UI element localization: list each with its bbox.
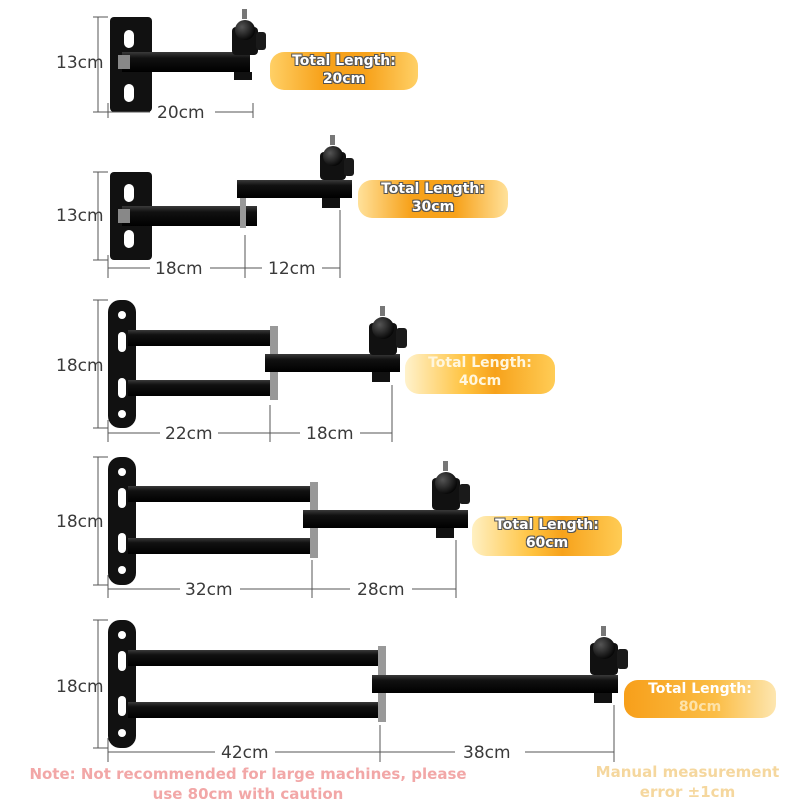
arm-lower [128,380,278,396]
arm-lower [128,538,318,554]
wall-plate [108,300,136,428]
ball-head [232,9,266,80]
height-label: 18cm [56,356,104,376]
segment-length-label: 32cm [185,580,233,600]
mount-config-3 [93,299,407,442]
mount-config-2 [93,135,354,278]
dimension-lines [93,456,457,598]
ball-head [432,461,470,538]
arm-segment-2 [265,354,400,372]
segment-length-label: 38cm [463,743,511,763]
arm-segment-2 [237,180,352,198]
total-length-label: Total Length: [381,181,485,197]
total-length-value: 60cm [525,535,569,551]
total-length-value: 40cm [458,373,502,389]
dimension-lines [93,619,615,762]
mount-config-5 [93,619,628,762]
wall-plate [108,620,136,748]
arm [122,52,250,72]
segment-length-label: 18cm [155,259,203,279]
total-length-label: Total Length: [495,517,599,533]
total-length-badge: Total Length: 30cm [358,180,508,218]
arm-segment-2 [303,510,468,528]
total-length-badge: Total Length: 80cm [624,680,776,718]
total-length-label: Total Length: [292,53,396,69]
measurement-error-note: Manual measurement error ±1cm [595,763,780,801]
total-length-label: Total Length: [428,355,532,371]
arm-segment-2 [372,675,618,693]
height-label: 13cm [56,206,104,226]
segment-length-label: 18cm [306,424,354,444]
dimension-lines [93,171,341,278]
dimension-lines [93,16,254,118]
segment-length-label: 12cm [268,259,316,279]
total-length-badge: Total Length: 20cm [270,52,418,90]
wall-plate [108,457,136,585]
height-label: 18cm [56,677,104,697]
total-length-value: 20cm [322,71,366,87]
ball-head [590,626,628,703]
height-label: 18cm [56,512,104,532]
segment-length-label: 28cm [357,580,405,600]
total-length-label: Total Length: [648,681,752,697]
total-length-badge: Total Length: 40cm [405,354,555,394]
ball-head [369,306,407,382]
arm-upper [128,486,318,502]
total-length-value: 80cm [678,699,722,715]
arm-upper [128,330,278,346]
mount-config-4 [93,456,470,598]
arm-lower [128,702,386,718]
segment-length-label: 42cm [221,743,269,763]
segment-length-label: 20cm [157,103,205,123]
caution-note: Note: Not recommended for large machines… [29,765,467,803]
arm-upper [128,650,386,666]
mount-config-1 [93,9,266,118]
dimension-lines [93,299,393,442]
ball-head [320,135,354,208]
arm-segment-1 [122,206,257,226]
total-length-badge: Total Length: 60cm [472,516,622,556]
total-length-value: 30cm [411,199,455,215]
height-label: 13cm [56,53,104,73]
segment-length-label: 22cm [165,424,213,444]
